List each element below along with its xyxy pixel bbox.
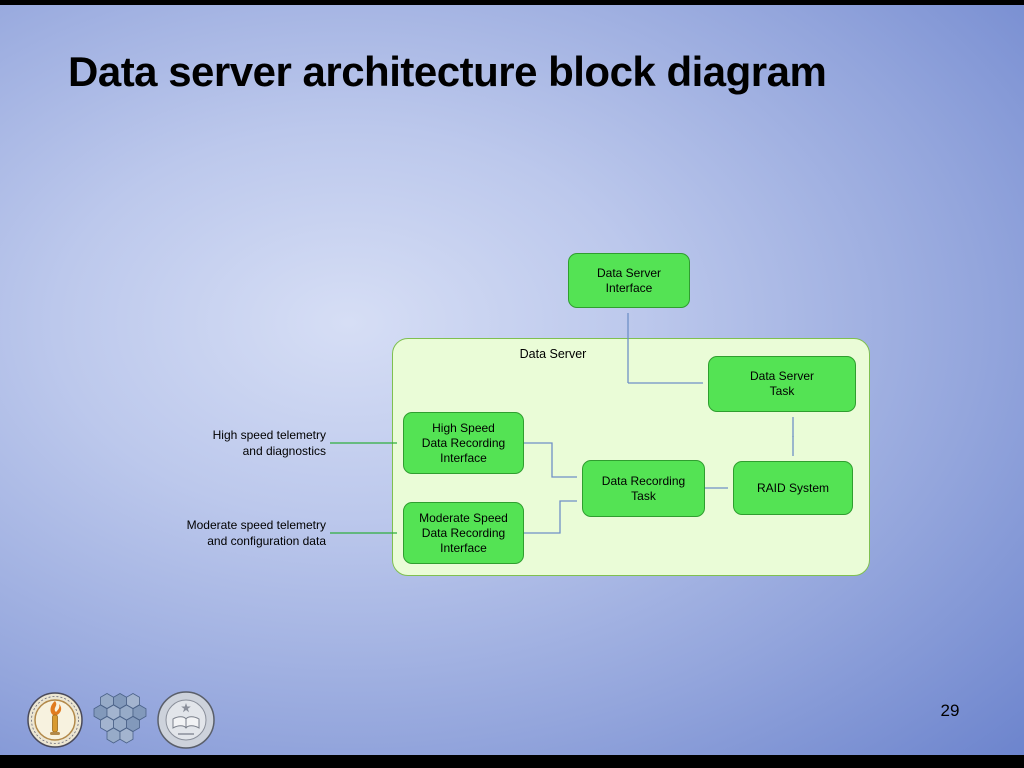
hexagonal-segmented-mirror-logo	[93, 693, 147, 744]
bottom-letterbox-bar	[0, 755, 1024, 768]
data-server-container-label: Data Server	[519, 347, 587, 361]
high-speed-recording-interface-box: High Speed Data Recording Interface	[403, 412, 524, 474]
top-letterbox-bar	[0, 0, 1024, 5]
moderate-speed-recording-interface-box: Moderate Speed Data Recording Interface	[403, 502, 524, 564]
uc-seal-logo	[157, 691, 215, 749]
moderate-speed-telemetry-label: Moderate speed telemetry and configurati…	[186, 518, 326, 548]
data-server-interface-box: Data Server Interface	[568, 253, 690, 308]
slide-title: Data server architecture block diagram	[68, 48, 827, 95]
page-number: 29	[940, 701, 960, 720]
caltech-seal-logo	[27, 692, 83, 748]
high-speed-telemetry-label: High speed telemetry and diagnostics	[212, 428, 326, 458]
data-server-task-box: Data Server Task	[708, 356, 856, 412]
raid-system-box: RAID System	[733, 461, 853, 515]
footer-logos	[26, 687, 216, 753]
data-recording-task-box: Data Recording Task	[582, 460, 705, 517]
